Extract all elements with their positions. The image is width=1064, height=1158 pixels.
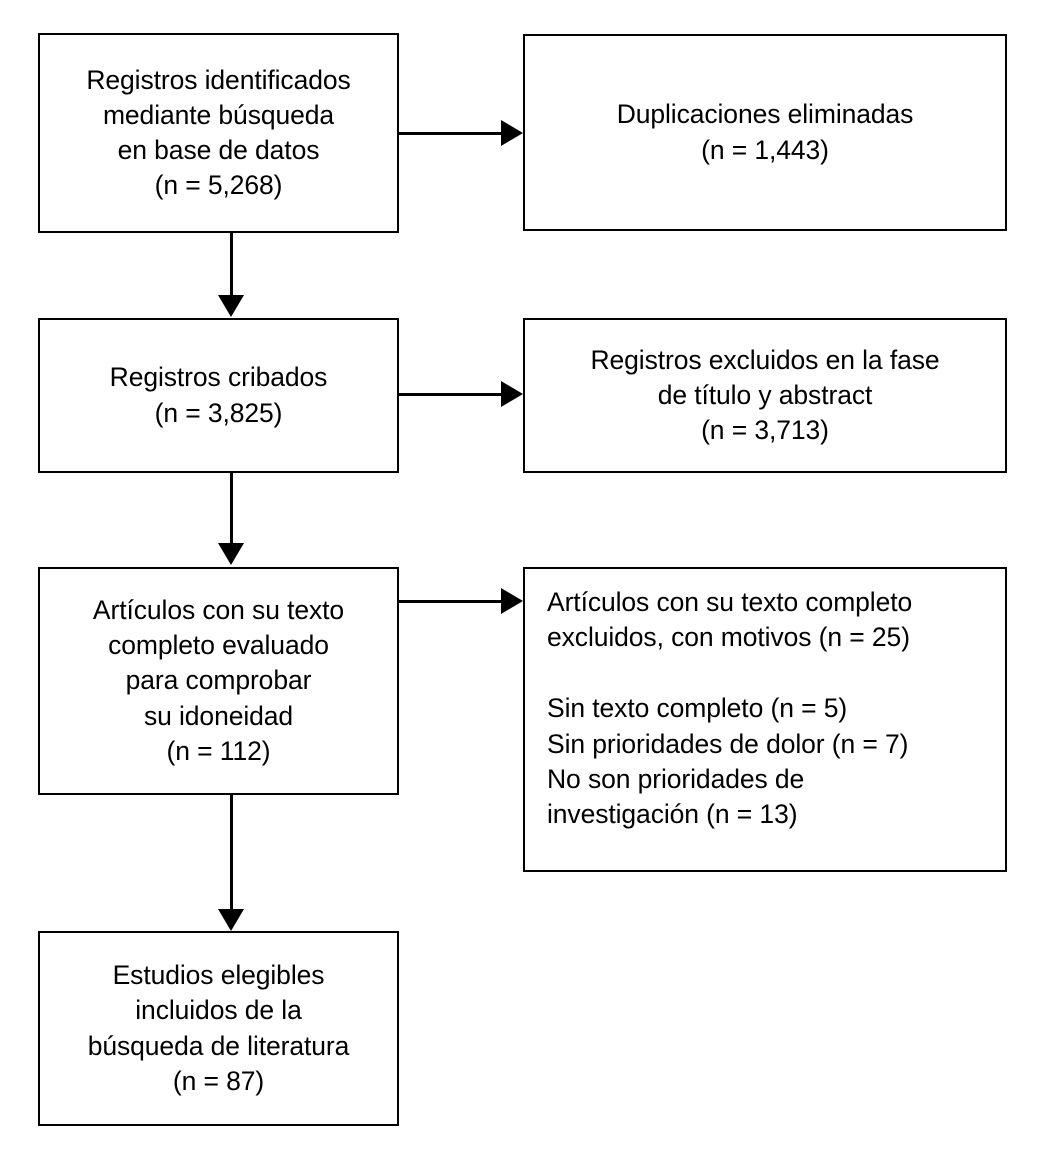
arrowhead-right-icon [501, 588, 523, 614]
records-identified-text: Registros identificados mediante búsqued… [86, 64, 351, 201]
records-identified-box: Registros identificados mediante búsqued… [38, 33, 399, 233]
arrowhead-down-icon [218, 295, 244, 317]
duplicates-removed-box: Duplicaciones eliminadas (n = 1,443) [523, 34, 1007, 231]
arrow-screened-to-fulltext [218, 473, 248, 568]
arrowhead-right-icon [501, 381, 523, 407]
arrow-shaft [399, 393, 505, 396]
arrow-fulltext-to-fulltext-excluded [399, 588, 525, 618]
arrow-identified-to-duplicates [399, 120, 525, 150]
arrow-shaft [230, 233, 233, 299]
arrowhead-down-icon [218, 543, 244, 565]
arrowhead-down-icon [218, 909, 244, 931]
fulltext-assessed-text: Artículos con su texto completo evaluado… [92, 594, 345, 766]
studies-included-box: Estudios elegibles incluidos de la búsqu… [38, 931, 399, 1126]
studies-included-text: Estudios elegibles incluidos de la búsqu… [87, 960, 350, 1096]
fulltext-excluded-reasons-text: Artículos con su texto completo excluido… [547, 587, 913, 830]
arrow-shaft [230, 473, 233, 547]
arrow-identified-to-screened [218, 233, 248, 319]
records-excluded-title-abstract-box: Registros excluidos en la fase de título… [523, 318, 1007, 473]
arrow-shaft [230, 795, 233, 913]
fulltext-assessed-box: Artículos con su texto completo evaluado… [38, 567, 399, 795]
duplicates-removed-text: Duplicaciones eliminadas (n = 1,443) [616, 99, 914, 165]
arrow-screened-to-excluded-title [399, 381, 525, 411]
arrow-shaft [399, 600, 505, 603]
arrow-fulltext-to-included [218, 795, 248, 935]
records-screened-text: Registros cribados (n = 3,825) [109, 362, 328, 428]
arrowhead-right-icon [501, 120, 523, 146]
records-screened-box: Registros cribados (n = 3,825) [38, 318, 399, 473]
arrow-shaft [399, 132, 505, 135]
records-excluded-title-abstract-text: Registros excluidos en la fase de título… [590, 344, 940, 446]
fulltext-excluded-reasons-box: Artículos con su texto completo excluido… [523, 567, 1007, 872]
